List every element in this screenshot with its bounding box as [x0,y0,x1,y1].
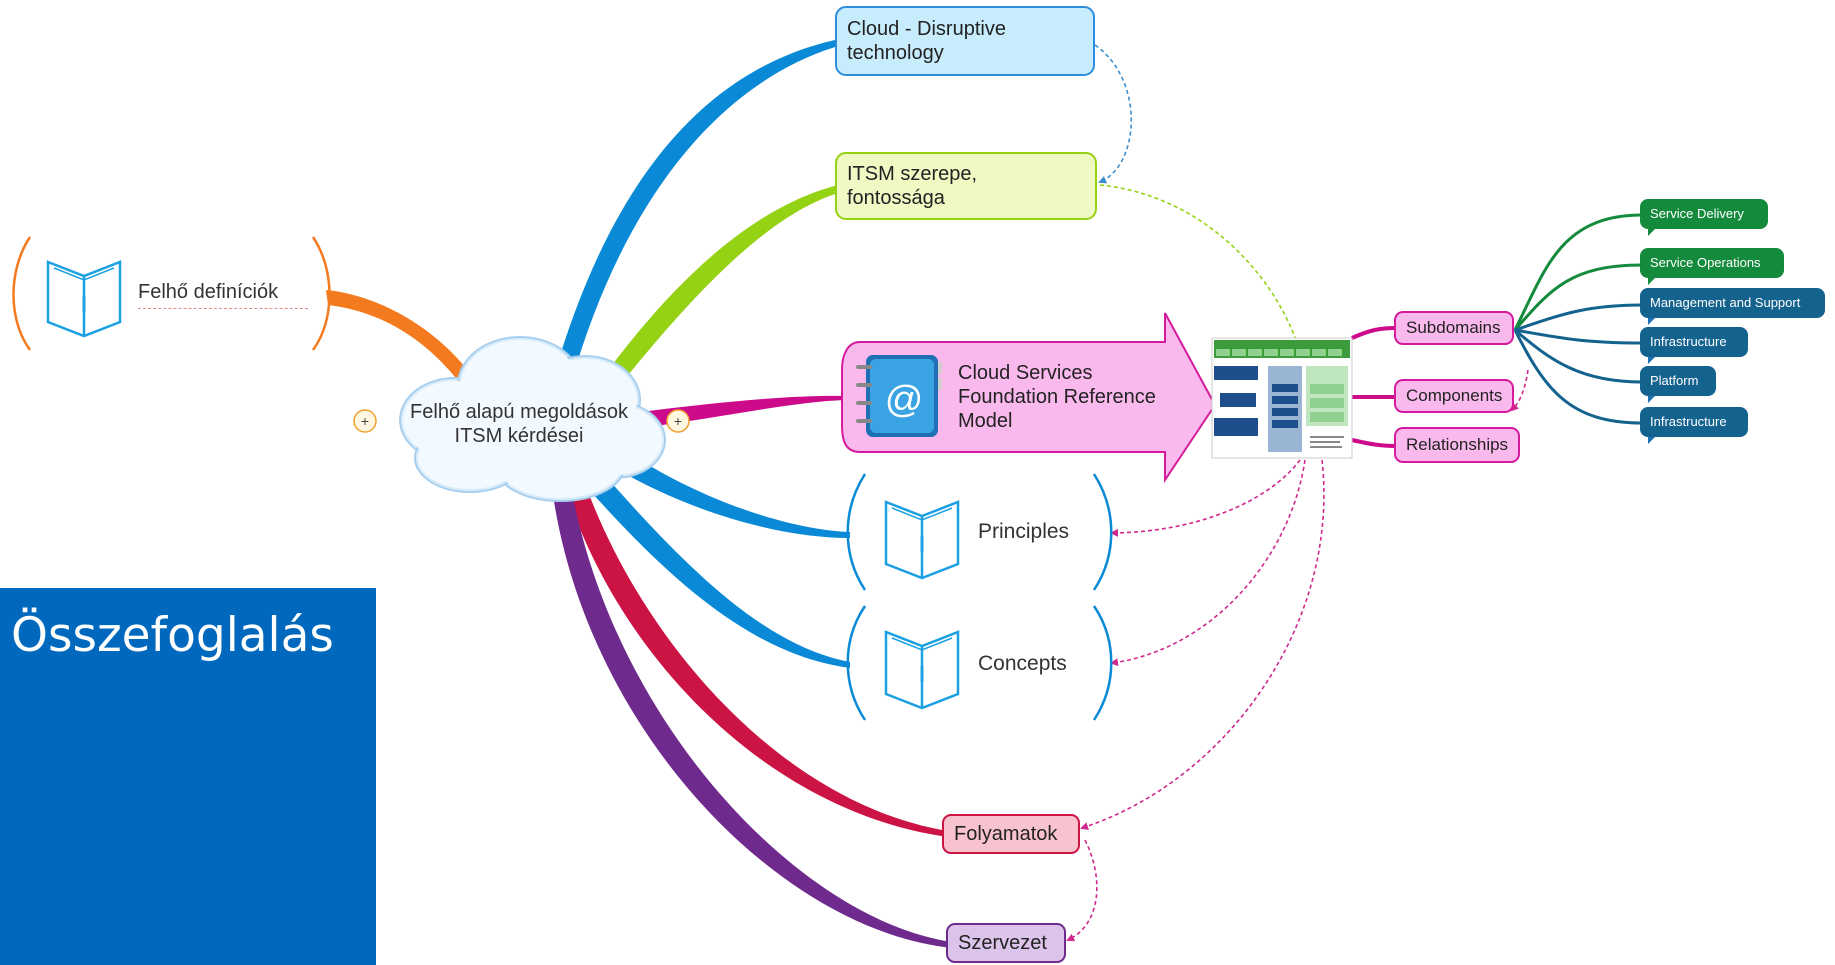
bracket-left [846,605,867,721]
cloud-disruptive-line2: technology [847,42,944,64]
svg-text:+: + [361,413,369,429]
cloud-disruptive-node[interactable]: Cloud - Disruptive technology [835,6,1095,76]
svg-text:@: @ [885,379,924,421]
folyamatok-node[interactable]: Folyamatok [942,814,1080,854]
summary-title: Összefoglalás [11,608,334,663]
branch-felho [326,290,475,387]
bracket-right [1092,473,1113,591]
felho-definiciok-label: Felhő definíciók [138,280,279,303]
bracket-right [311,236,331,351]
folyamatok-label: Folyamatok [954,823,1058,845]
relationships-node[interactable]: Relationships [1394,427,1520,463]
infrastructure-label-1: Infrastructure [1650,334,1727,350]
csfrm-node[interactable]: Cloud Services Foundation Reference Mode… [958,355,1168,439]
infrastructure-node-1[interactable]: Infrastructure [1640,327,1748,357]
csfrm-line1: Cloud Services [958,362,1093,384]
relation-cloud-to-itsm [1094,44,1133,184]
itsm-szerepe-line1: ITSM szerepe, [847,163,978,185]
principles-node[interactable]: Principles [978,518,1088,546]
itsm-szerepe-line2: fontossága [847,187,945,209]
relation-itsm-to-model [1099,184,1297,341]
service-operations-label: Service Operations [1650,255,1761,271]
book-icon [884,630,960,710]
book-icon [884,500,960,580]
connector-service-delivery [1513,213,1643,331]
components-label: Components [1406,385,1503,405]
connector-management-support [1514,303,1643,332]
relation-components-to-model [1510,369,1529,412]
concepts-label: Concepts [978,652,1067,676]
platform-node[interactable]: Platform [1640,366,1716,396]
branch-csfrm [640,395,845,428]
itsm-szerepe-node[interactable]: ITSM szerepe, fontossága [835,152,1097,220]
connector-relationships [1351,438,1397,448]
cloud-disruptive-line1: Cloud - Disruptive [847,18,1006,40]
address-book-icon: @ [856,355,942,437]
svg-text:+: + [674,413,682,429]
relation-folyamatok-to-szervezet [1066,839,1098,942]
infrastructure-node-2[interactable]: Infrastructure [1640,407,1748,437]
bracket-left [12,236,32,351]
management-support-label: Management and Support [1650,295,1801,311]
concepts-node[interactable]: Concepts [978,650,1088,678]
connector-infrastructure-2 [1513,329,1643,425]
csfrm-line2: Foundation Reference [958,386,1156,408]
tab-markers [1648,228,1656,444]
central-topic-line1: Felhő alapú megoldások [410,401,628,423]
connector-infrastructure-1 [1514,328,1643,345]
central-cloud-fill [403,340,662,498]
expand-left-button[interactable]: + [353,409,377,433]
subdomains-label: Subdomains [1406,317,1501,337]
central-topic-line2: ITSM kérdései [454,425,584,447]
szervezet-label: Szervezet [958,932,1047,954]
bracket-left [846,473,867,591]
connector-subdomains [1351,326,1397,340]
central-topic[interactable]: Felhő alapú megoldások ITSM kérdései [378,392,660,456]
expand-right-button[interactable]: + [666,409,690,433]
summary-panel: Összefoglalás [0,588,376,965]
csfrm-arrow-shape [841,312,1217,484]
platform-label: Platform [1650,373,1699,389]
reference-model-thumbnail [1211,337,1353,459]
service-delivery-node[interactable]: Service Delivery [1640,199,1768,229]
csfrm-line3: Model [958,410,1013,432]
service-delivery-label: Service Delivery [1650,206,1744,222]
connector-service-operations [1513,263,1643,331]
connector-platform [1514,328,1643,384]
book-icon [46,260,122,338]
felho-definiciok-node[interactable]: Felhő definíciók [138,275,308,309]
relation-model-to-concepts [1110,459,1306,667]
service-operations-node[interactable]: Service Operations [1640,248,1784,278]
principles-label: Principles [978,520,1070,544]
relation-model-to-principles [1110,459,1301,537]
management-support-node[interactable]: Management and Support [1640,288,1825,318]
components-node[interactable]: Components [1394,379,1514,413]
subdomains-node[interactable]: Subdomains [1394,311,1514,345]
branch-concepts [585,470,850,668]
bracket-right [1092,605,1113,721]
relationships-label: Relationships [1406,434,1509,454]
infrastructure-label-2: Infrastructure [1650,414,1727,430]
relation-model-to-folyamatok [1080,459,1325,830]
szervezet-node[interactable]: Szervezet [946,923,1066,963]
